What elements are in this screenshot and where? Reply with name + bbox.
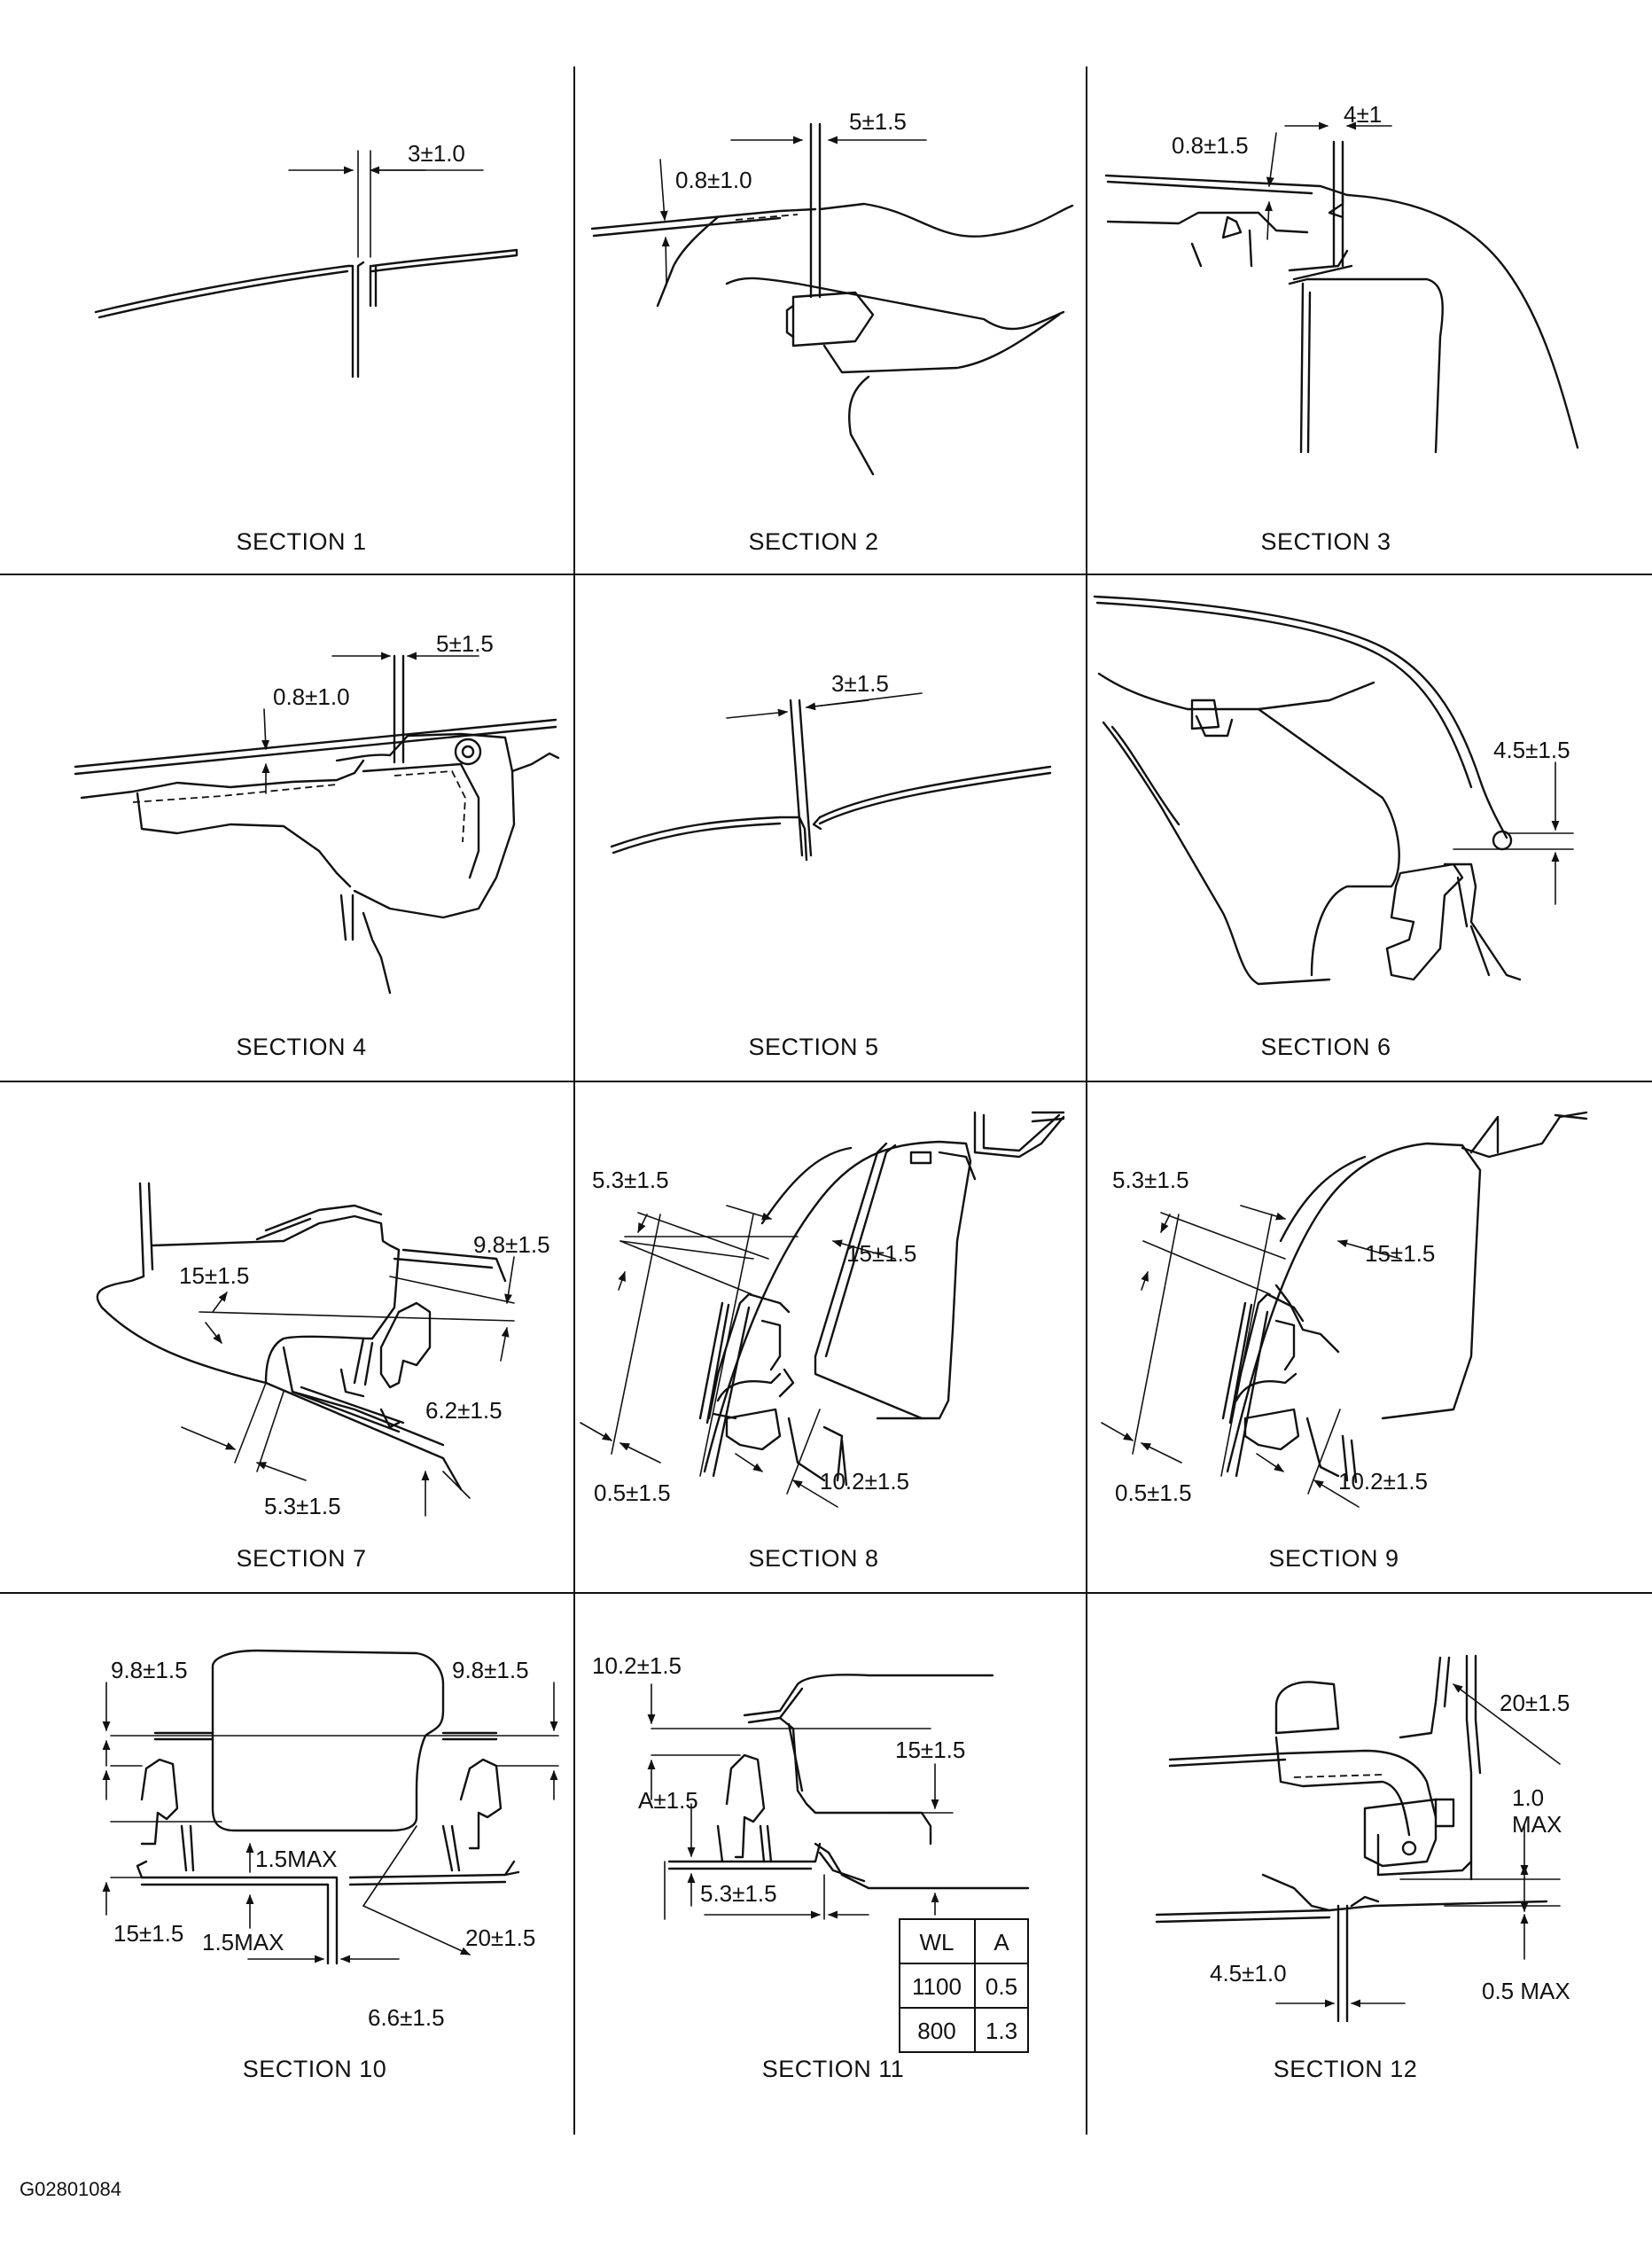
- section-3: 4±1 0.8±1.5 SECTION 3: [1104, 101, 1579, 555]
- section-7: 9.8±1.5 15±1.5 6.2±1.5 5.3±1.5 SECTION 7: [96, 1182, 550, 1572]
- section-caption: SECTION 4: [236, 1034, 366, 1060]
- dim-label: 5.3±1.5: [700, 1880, 777, 1907]
- dim-label: 9.8±1.5: [473, 1231, 550, 1258]
- section-caption: SECTION 9: [1268, 1545, 1399, 1572]
- wl-table-cell: 1.3: [986, 2018, 1017, 2044]
- wl-table: WL A 1100 0.5 800 1.3: [899, 1918, 1029, 2053]
- dim-label: 5±1.5: [436, 630, 494, 657]
- dim-label: 10.2±1.5: [592, 1652, 682, 1679]
- section-caption: SECTION 3: [1260, 528, 1391, 555]
- section-6: 4.5±1.5 SECTION 6: [1093, 595, 1574, 1060]
- dim-label: 3±1.0: [408, 140, 465, 167]
- dim-label: 0.5±1.5: [1115, 1479, 1192, 1506]
- dim-label: 20±1.5: [1500, 1690, 1570, 1716]
- dim-label: 0.5 MAX: [1482, 1978, 1570, 2004]
- dim-label: 1.0: [1512, 1784, 1544, 1811]
- wl-table-cell: 800: [917, 2018, 955, 2044]
- dim-label: 15±1.5: [113, 1920, 183, 1947]
- section-5: 3±1.5 SECTION 5: [610, 670, 1052, 1060]
- wl-table-header: WL: [920, 1929, 955, 1955]
- section-caption: SECTION 7: [236, 1545, 366, 1572]
- dim-label: 5.3±1.5: [592, 1167, 669, 1193]
- dim-label: 15±1.5: [895, 1737, 965, 1763]
- wl-table-header: A: [994, 1929, 1009, 1955]
- dim-label: 20±1.5: [465, 1924, 535, 1951]
- section-8: 5.3±1.5 15±1.5 0.5±1.5 10.2±1.5 SECTION …: [580, 1111, 1065, 1572]
- dim-label: 6.2±1.5: [425, 1397, 503, 1424]
- section-caption: SECTION 11: [762, 2056, 905, 2082]
- dim-label: 5.3±1.5: [1112, 1167, 1189, 1193]
- dim-label: 6.6±1.5: [368, 2004, 445, 2031]
- dim-label: 0.8±1.5: [1172, 132, 1249, 159]
- dim-label: 0.5±1.5: [594, 1479, 671, 1506]
- dim-label: 1.5MAX: [255, 1846, 338, 1872]
- dim-label: 15±1.5: [846, 1240, 916, 1267]
- dim-label: 9.8±1.5: [111, 1657, 188, 1683]
- dim-label: 0.8±1.0: [273, 683, 350, 710]
- dim-label: 5±1.5: [849, 108, 907, 135]
- section-caption: SECTION 6: [1260, 1034, 1391, 1060]
- section-12: 20±1.5 1.0 MAX 0.5 MAX 4.5±1.0 SECTION 1…: [1155, 1654, 1570, 2082]
- dim-label: 4.5±1.5: [1493, 737, 1570, 763]
- section-9: 5.3±1.5 15±1.5 0.5±1.5 10.2±1.5 SECTION …: [1101, 1111, 1588, 1572]
- section-11: 10.2±1.5 15±1.5 A±1.5 5.3±1.5 WL A 1100 …: [592, 1652, 1030, 2082]
- dim-label: 9.8±1.5: [452, 1657, 529, 1683]
- section-1: 3±1.0 SECTION 1: [94, 140, 518, 555]
- wl-table-cell: 1100: [912, 1973, 962, 2000]
- section-2: 5±1.5 0.8±1.0 SECTION 2: [590, 108, 1074, 555]
- section-caption: SECTION 8: [748, 1545, 878, 1572]
- dim-label: 4.5±1.0: [1210, 1960, 1287, 1987]
- dim-label: 10.2±1.5: [1338, 1468, 1428, 1495]
- section-caption: SECTION 5: [748, 1034, 878, 1060]
- section-caption: SECTION 10: [243, 2056, 387, 2082]
- wl-table-cell: 0.5: [986, 1973, 1017, 2000]
- dim-label: 4±1: [1344, 101, 1382, 128]
- section-caption: SECTION 1: [236, 528, 366, 555]
- figure-id: G02801084: [19, 2178, 121, 2200]
- dim-label: 3±1.5: [831, 670, 889, 697]
- grid-lines: [0, 66, 1652, 2135]
- dim-label: MAX: [1512, 1811, 1562, 1838]
- dim-label: 15±1.5: [179, 1262, 249, 1289]
- dim-label: 5.3±1.5: [264, 1493, 341, 1519]
- dim-label: 10.2±1.5: [820, 1468, 909, 1495]
- dim-label: 1.5MAX: [202, 1929, 284, 1955]
- section-caption: SECTION 2: [748, 528, 878, 555]
- section-4: 5±1.5 0.8±1.0 SECTION 4: [74, 630, 560, 1060]
- section-caption: SECTION 12: [1274, 2056, 1418, 2082]
- dim-label: 15±1.5: [1365, 1240, 1435, 1267]
- dim-label: 0.8±1.0: [675, 167, 752, 193]
- dim-label: A±1.5: [638, 1787, 698, 1814]
- section-10: 9.8±1.5 9.8±1.5 1.5MAX 15±1.5 1.5MAX 20±…: [102, 1649, 559, 2082]
